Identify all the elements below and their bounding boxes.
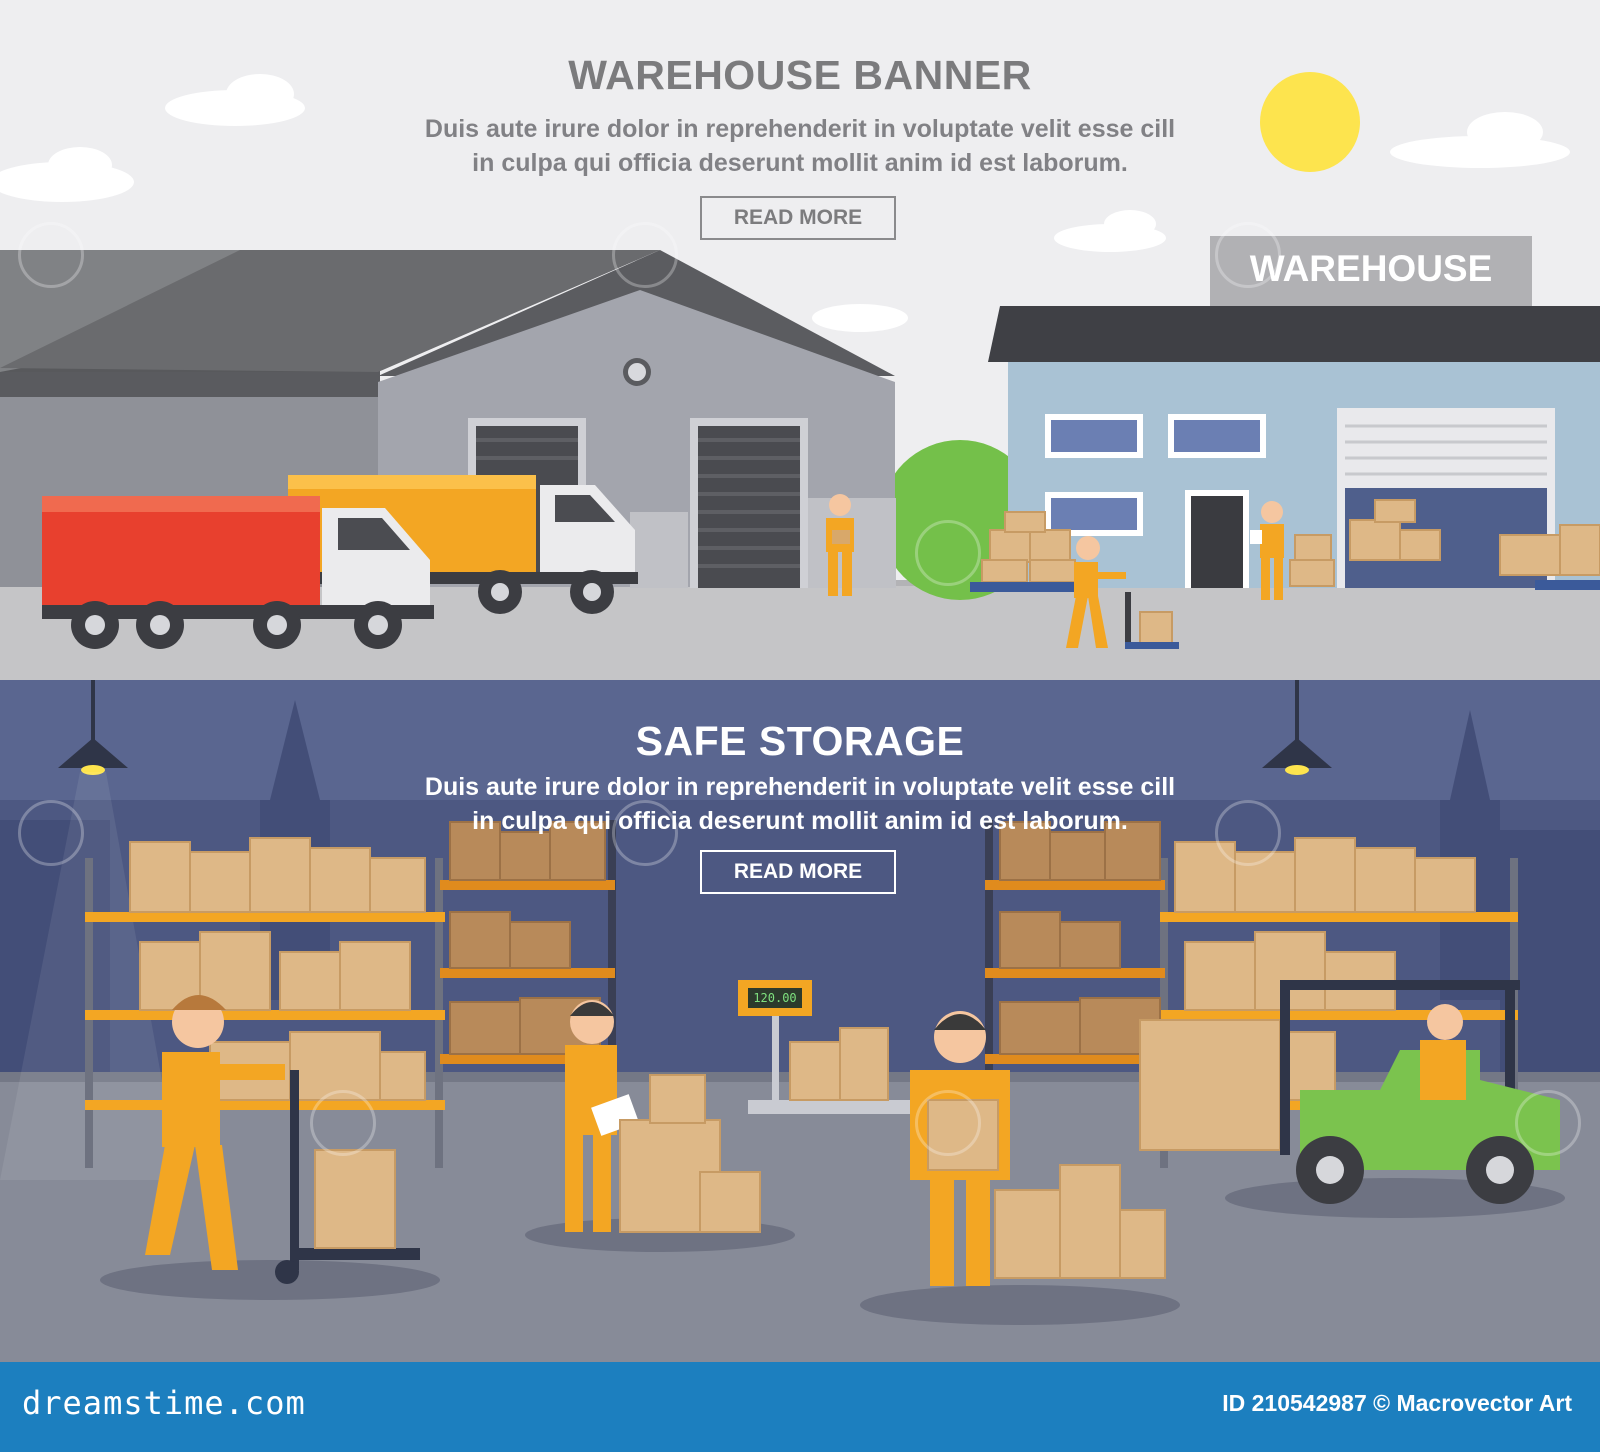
watermark-spiral-icon [18,222,84,288]
watermark-spiral-icon [915,1090,981,1156]
banner-title: SAFE STORAGE [635,718,965,764]
cloud-icon [0,74,1570,332]
cardboard-box-icon [449,821,1161,1055]
forklift-icon [1139,980,1560,1204]
worker [1066,536,1179,649]
warehouse-exterior-banner: WAREHOUSE BANNER Duis aute irure dolor i… [0,0,1600,680]
building-sign: WAREHOUSE [1249,248,1493,289]
cardboard-box-icon [789,1027,889,1101]
scale-readout: 120.00 [753,991,797,1005]
watermark-spiral-icon [1215,800,1281,866]
watermark-spiral-icon [915,520,981,586]
worker [565,1000,761,1233]
worker [826,494,854,596]
truck-icon [42,496,434,649]
banner-description: Duis aute irure dolor in reprehenderit i… [380,112,1220,180]
footer-logo: dreamstime.com [22,1384,306,1422]
read-more-button[interactable]: READ MORE [700,196,896,240]
banner-description: Duis aute irure dolor in reprehenderit i… [380,770,1220,838]
warehouse-exterior-scene [0,72,1600,680]
banner-title: WAREHOUSE BANNER [568,52,1032,98]
worker [145,995,420,1284]
warehouse-interior-banner: SAFE STORAGE Duis aute irure dolor in re… [0,680,1600,1362]
stock-footer: dreamstime.com ID 210542987 © Macrovecto… [0,1362,1600,1452]
read-more-button[interactable]: READ MORE [700,850,896,894]
watermark-spiral-icon [310,1090,376,1156]
warehouse-interior-scene [0,680,1600,1362]
cardboard-box-icon [129,837,1476,1101]
image-credit: ID 210542987 © Macrovector Art [1222,1390,1572,1416]
watermark-spiral-icon [1215,222,1281,288]
shelving-rack [85,820,616,1168]
watermark-spiral-icon [18,800,84,866]
worker [1250,501,1284,600]
description-line-1: Duis aute irure dolor in reprehenderit i… [424,773,1176,801]
description-line-2: in culpa qui officia deserunt mollit ani… [472,807,1128,835]
description-line-1: Duis aute irure dolor in reprehenderit i… [424,115,1176,143]
watermark-spiral-icon [1515,1090,1581,1156]
description-line-2: in culpa qui officia deserunt mollit ani… [472,149,1128,177]
watermark-spiral-icon [612,800,678,866]
watermark-spiral-icon [612,222,678,288]
weighing-scale-icon [738,980,918,1114]
cardboard-box-icon [981,499,1600,647]
sun-icon [1260,72,1360,172]
